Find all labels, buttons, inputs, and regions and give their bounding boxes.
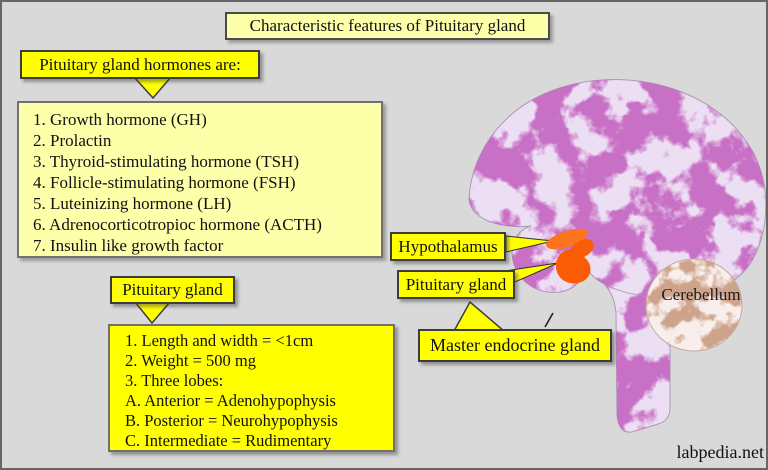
pituitary-gland-shape — [555, 238, 594, 284]
detail-item: A. Anterior = Adenohypophysis — [125, 391, 336, 410]
hormone-item: 7. Insulin like growth factor — [33, 236, 224, 255]
master-endocrine-gland-label: Master endocrine gland — [418, 329, 612, 362]
hormone-item: 3. Thyroid-stimulating hormone (TSH) — [33, 152, 299, 171]
detail-item: 3. Three lobes: — [125, 371, 224, 390]
slash-mark — [544, 312, 554, 328]
hormone-item: 4. Follicle-stimulating hormone (FSH) — [33, 173, 296, 192]
hormones-callout-pointer — [132, 76, 173, 100]
hypothalamus-label: Hypothalamus — [390, 232, 506, 261]
detail-item: B. Posterior = Neurohypophysis — [125, 411, 338, 430]
hormone-list: 1. Growth hormone (GH) 2. Prolactin 3. T… — [17, 101, 383, 258]
hypothalamus-shape — [545, 228, 589, 250]
hormone-item: 6. Adrenocorticotropioc hormone (ACTH) — [33, 215, 322, 234]
page-title: Characteristic features of Pituitary gla… — [225, 12, 550, 40]
cerebellum-label: Cerebellum — [661, 285, 741, 304]
hormones-callout-label: Pituitary gland hormones are: — [20, 50, 260, 79]
hypothalamus-connector — [505, 235, 554, 253]
pituitary-label: Pituitary gland — [397, 270, 515, 299]
detail-item: 2. Weight = 500 mg — [125, 351, 256, 370]
pituitary-callout-label: Pituitary gland — [110, 276, 235, 304]
hormone-item: 5. Luteinizing hormone (LH) — [33, 194, 232, 213]
hormone-item: 2. Prolactin — [33, 131, 112, 150]
cerebellum-texture — [646, 259, 742, 351]
hormone-item: 1. Growth hormone (GH) — [33, 110, 207, 129]
pituitary-callout-pointer — [133, 301, 172, 325]
detail-item: C. Intermediate = Rudimentary — [125, 431, 332, 450]
master-callout-pointer — [452, 300, 507, 332]
watermark-text: labpedia.net — [676, 442, 764, 462]
pituitary-details-list: 1. Length and width = <1cm 2. Weight = 5… — [108, 324, 395, 452]
detail-item: 1. Length and width = <1cm — [125, 331, 314, 350]
